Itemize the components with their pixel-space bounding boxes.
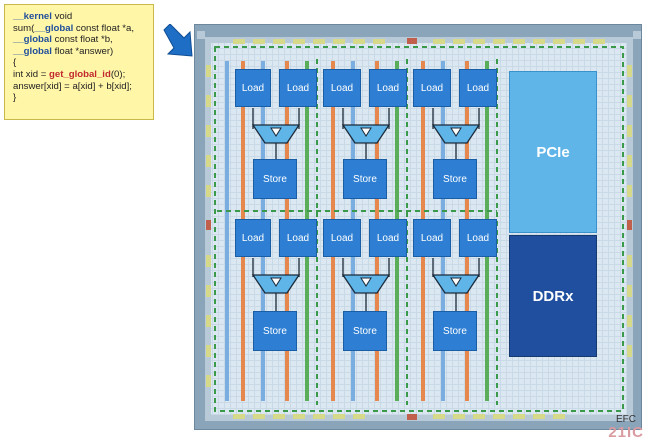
load-block: Load	[459, 69, 497, 107]
code-line-6: int xid = get_global_id(0);	[13, 68, 126, 80]
code-line-3: __global const float *b,	[13, 34, 113, 46]
load-block: Load	[369, 219, 407, 257]
load-block: Load	[413, 69, 451, 107]
load-block: Load	[369, 69, 407, 107]
store-block: Store	[343, 311, 387, 351]
code-line-2: sum(__global const float *a,	[13, 22, 135, 34]
code-line-1: __kernel void	[13, 11, 73, 22]
ddr-block: DDRx	[509, 235, 597, 357]
load-block: Load	[279, 69, 317, 107]
watermark-caption: EFC	[616, 414, 636, 425]
store-block: Store	[253, 311, 297, 351]
load-block: Load	[279, 219, 317, 257]
load-block: Load	[235, 219, 271, 257]
store-block: Store	[343, 159, 387, 199]
store-block: Store	[433, 159, 477, 199]
code-line-4: __global float *answer)	[13, 45, 114, 57]
store-block: Store	[433, 311, 477, 351]
load-block: Load	[235, 69, 271, 107]
store-block: Store	[253, 159, 297, 199]
pointer-arrow-icon	[163, 24, 193, 57]
load-block: Load	[323, 219, 361, 257]
code-line-5: {	[13, 57, 17, 69]
load-block: Load	[413, 219, 451, 257]
code-line-8: }	[13, 92, 17, 104]
fpga-chip: Load Load Store Load Load Store Load Loa…	[194, 24, 642, 430]
pcie-block: PCIe	[509, 71, 597, 233]
kernel-code-box: __kernel void sum(__global const float *…	[4, 4, 154, 120]
load-block: Load	[323, 69, 361, 107]
watermark-logo: 21IC	[608, 424, 644, 441]
code-line-7: answer[xid] = a[xid] + b[xid];	[13, 80, 132, 92]
load-block: Load	[459, 219, 497, 257]
